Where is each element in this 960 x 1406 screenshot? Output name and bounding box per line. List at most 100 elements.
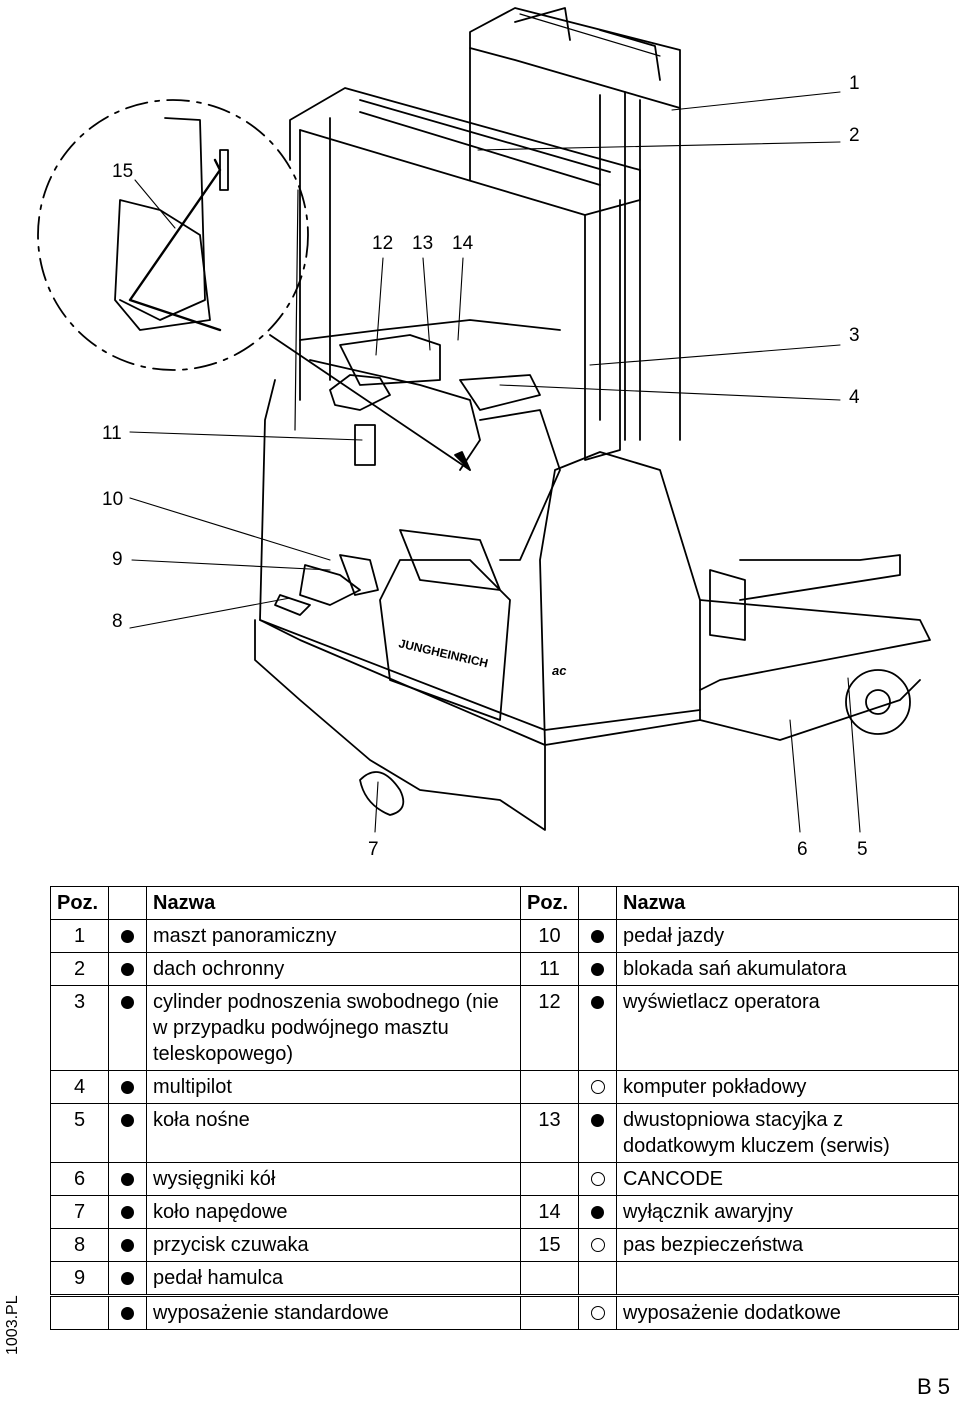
name-left: dach ochronny bbox=[146, 952, 521, 986]
filled-dot-icon bbox=[591, 930, 604, 943]
mark-left bbox=[108, 985, 147, 1071]
header-mark-left bbox=[108, 886, 147, 920]
parts-table: Poz. Nazwa Poz. Nazwa 1 maszt panoramiczn… bbox=[50, 886, 959, 1295]
name-left: multipilot bbox=[146, 1070, 521, 1104]
mark-right bbox=[578, 985, 617, 1071]
callout-7: 7 bbox=[368, 839, 379, 860]
callout-12: 12 bbox=[372, 233, 394, 254]
pos-right bbox=[520, 1162, 579, 1196]
callout-6: 6 bbox=[797, 839, 808, 860]
legend: wyposażenie standardowe wyposażenie doda… bbox=[50, 1296, 959, 1330]
open-dot-icon bbox=[590, 1306, 605, 1320]
callout-2: 2 bbox=[849, 125, 860, 146]
pos-right: 11 bbox=[520, 952, 579, 986]
header-name-left: Nazwa bbox=[146, 886, 521, 920]
name-right: pas bezpieczeństwa bbox=[616, 1228, 959, 1262]
mark-right bbox=[578, 1103, 617, 1163]
name-left: przycisk czuwaka bbox=[146, 1228, 521, 1262]
leader-lines bbox=[129, 91, 861, 833]
pos-left: 5 bbox=[50, 1103, 109, 1163]
open-dot-icon bbox=[590, 1172, 605, 1186]
mark-right bbox=[578, 1195, 617, 1229]
mark-left bbox=[108, 1162, 147, 1196]
filled-dot-icon bbox=[121, 1272, 134, 1285]
forklift-figure: JUNGHEINRICH ac 1 2 3 4 5 6 7 8 9 10 11 … bbox=[37, 7, 931, 860]
callout-4: 4 bbox=[849, 387, 860, 408]
name-left: wysięgniki kół bbox=[146, 1162, 521, 1196]
pos-left: 8 bbox=[50, 1228, 109, 1262]
mark-right bbox=[578, 1162, 617, 1196]
header-mark-right bbox=[578, 886, 617, 920]
mast bbox=[469, 7, 681, 441]
pos-right: 12 bbox=[520, 985, 579, 1071]
pos-left: 2 bbox=[50, 952, 109, 986]
name-right bbox=[616, 1261, 959, 1295]
name-right: wyświetlacz operatora bbox=[616, 985, 959, 1071]
name-right: pedał jazdy bbox=[616, 919, 959, 953]
callout-1: 1 bbox=[849, 73, 860, 94]
open-dot-icon bbox=[590, 1080, 605, 1094]
mark-right bbox=[578, 952, 617, 986]
mark-right bbox=[578, 1261, 617, 1295]
callout-13: 13 bbox=[412, 233, 434, 254]
pos-left: 1 bbox=[50, 919, 109, 953]
legend-spacer-left bbox=[50, 1296, 109, 1330]
filled-dot-icon bbox=[121, 1081, 134, 1094]
pos-left: 3 bbox=[50, 985, 109, 1071]
filled-dot-icon bbox=[121, 1114, 134, 1127]
name-right: dwustopniowa stacyjka z dodatkowym klucz… bbox=[616, 1103, 959, 1163]
detail-pointer bbox=[269, 334, 471, 471]
callout-8: 8 bbox=[112, 611, 123, 632]
pos-right: 13 bbox=[520, 1103, 579, 1163]
legend-row: wyposażenie standardowe wyposażenie doda… bbox=[50, 1296, 959, 1330]
brand-text: JUNGHEINRICH bbox=[397, 636, 489, 670]
header-pos-right: Poz. bbox=[520, 886, 579, 920]
seat-belt-detail bbox=[37, 99, 309, 371]
table-header-row: Poz. Nazwa Poz. Nazwa bbox=[50, 886, 959, 920]
pos-left: 4 bbox=[50, 1070, 109, 1104]
page-number: B 5 bbox=[916, 1374, 950, 1399]
name-right: CANCODE bbox=[616, 1162, 959, 1196]
pos-right bbox=[520, 1070, 579, 1104]
legend-optional-marker bbox=[578, 1296, 617, 1330]
mark-left bbox=[108, 1070, 147, 1104]
document-code: 1003.PL bbox=[4, 1295, 21, 1355]
callout-9: 9 bbox=[112, 549, 123, 570]
legend-spacer-right bbox=[520, 1296, 579, 1330]
filled-dot-icon bbox=[591, 963, 604, 976]
pos-left: 9 bbox=[50, 1261, 109, 1295]
pos-right bbox=[520, 1261, 579, 1295]
wheel-arms bbox=[699, 554, 931, 741]
mark-left bbox=[108, 919, 147, 953]
mark-left bbox=[108, 1228, 147, 1262]
mark-left bbox=[108, 1103, 147, 1163]
filled-dot-icon bbox=[121, 1173, 134, 1186]
detail-arrowhead bbox=[454, 451, 471, 471]
filled-dot-icon bbox=[121, 1206, 134, 1219]
filled-dot-icon bbox=[121, 963, 134, 976]
table-row: 6 wysięgniki kół CANCODE bbox=[50, 1162, 959, 1196]
mark-left bbox=[108, 1261, 147, 1295]
callout-15: 15 bbox=[112, 161, 134, 182]
open-dot-icon bbox=[590, 1238, 605, 1252]
forklift-drawing: JUNGHEINRICH ac bbox=[37, 7, 931, 833]
name-left: maszt panoramiczny bbox=[146, 919, 521, 953]
legend-standard-label: wyposażenie standardowe bbox=[146, 1296, 521, 1330]
mark-right bbox=[578, 919, 617, 953]
pos-left: 6 bbox=[50, 1162, 109, 1196]
legend-standard-marker bbox=[108, 1296, 147, 1330]
mark-left bbox=[108, 952, 147, 986]
name-right: blokada sań akumulatora bbox=[616, 952, 959, 986]
header-name-right: Nazwa bbox=[616, 886, 959, 920]
name-left: koła nośne bbox=[146, 1103, 521, 1163]
mark-left bbox=[108, 1195, 147, 1229]
header-pos-left: Poz. bbox=[50, 886, 109, 920]
